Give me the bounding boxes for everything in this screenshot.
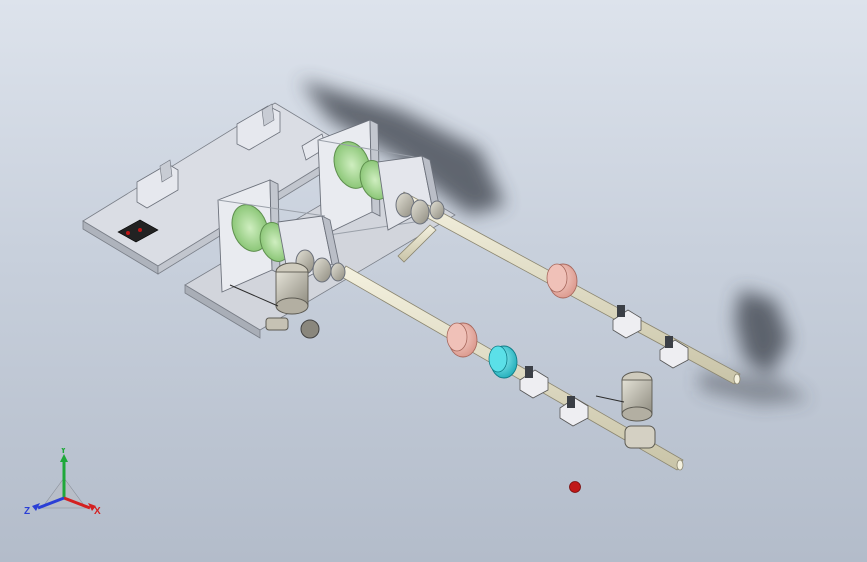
triad-x-label: X bbox=[94, 506, 101, 517]
lower-valve[interactable] bbox=[595, 371, 656, 449]
triad-y-arrow-icon bbox=[60, 454, 68, 462]
front-flange-pink[interactable] bbox=[446, 322, 478, 358]
mount-bracket-1[interactable] bbox=[136, 159, 179, 209]
front-clamp-2[interactable] bbox=[559, 396, 589, 427]
triad-z-label: Z bbox=[24, 506, 30, 517]
rear-clamp-2[interactable] bbox=[659, 336, 689, 369]
triad-z-axis bbox=[37, 496, 65, 510]
view-orientation-triad[interactable]: Y X Z bbox=[22, 448, 106, 526]
triad-x-axis bbox=[63, 496, 91, 510]
front-flange-cyan[interactable] bbox=[488, 345, 518, 379]
triad-z-arrow-icon bbox=[32, 503, 40, 511]
triad-x-arrow-icon bbox=[88, 503, 96, 511]
rear-coil-assembly[interactable] bbox=[317, 119, 441, 237]
rear-flange-pink[interactable] bbox=[546, 263, 578, 299]
mount-bracket-2[interactable] bbox=[236, 103, 281, 151]
origin-marker[interactable] bbox=[569, 481, 581, 493]
rear-clamp-1[interactable] bbox=[612, 305, 642, 339]
front-clamp-1[interactable] bbox=[519, 366, 549, 399]
triad-y-label: Y bbox=[60, 448, 67, 456]
front-valve[interactable] bbox=[229, 262, 320, 339]
connecting-rod[interactable] bbox=[397, 224, 437, 263]
